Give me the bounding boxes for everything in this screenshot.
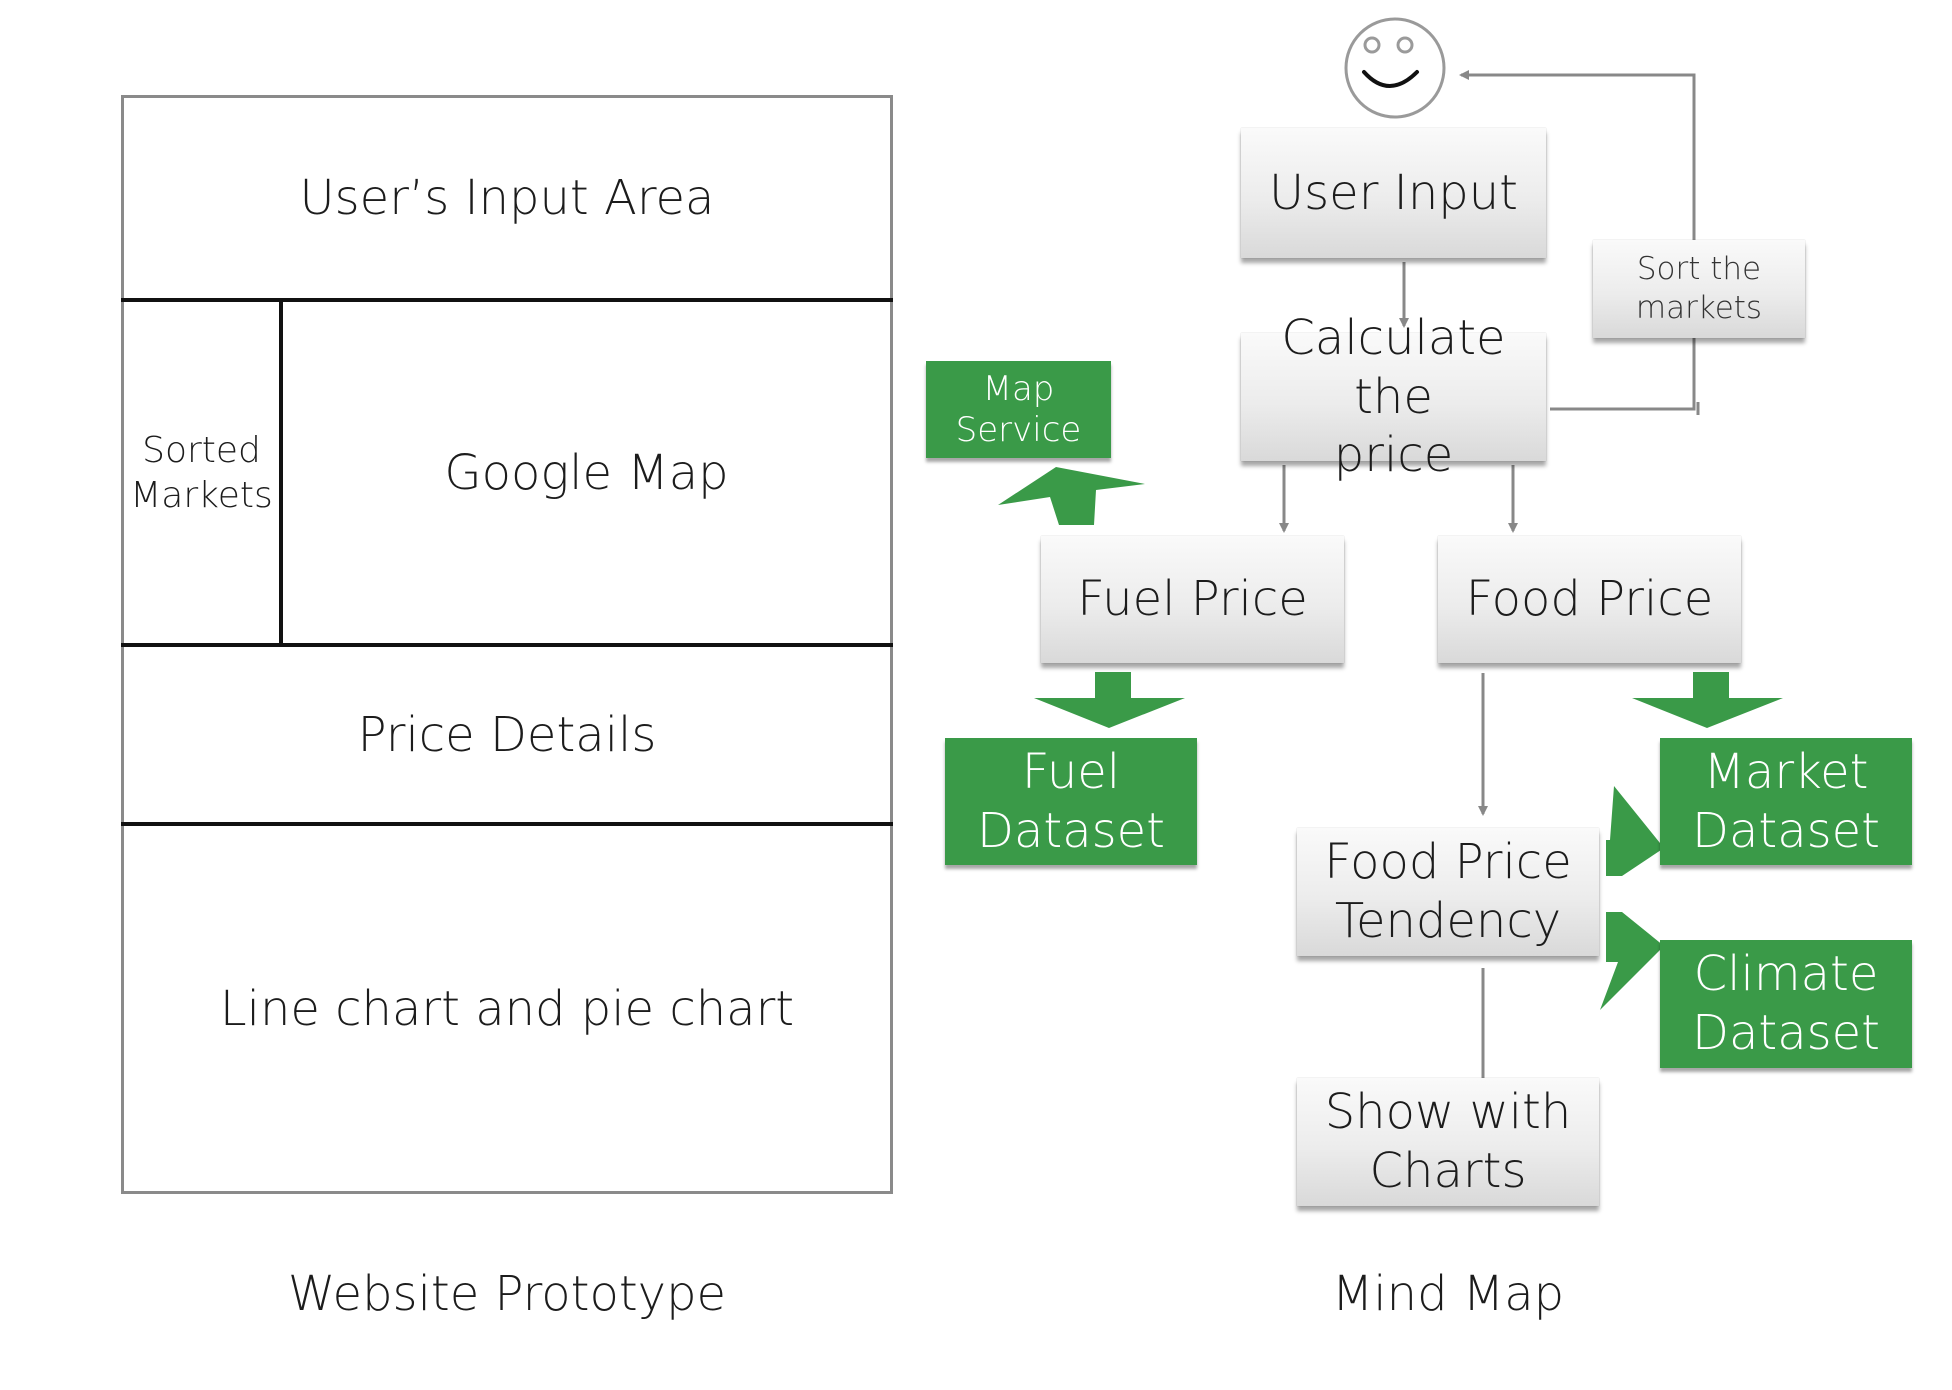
price-details-section: Price Details	[357, 706, 657, 763]
food-price-node: Food Price	[1438, 536, 1741, 663]
green-arrow-fuel-to-fuel-dataset	[1034, 672, 1185, 728]
fuel-price-node: Fuel Price	[1041, 536, 1344, 663]
prototype-divider-2	[121, 643, 893, 647]
climate-dataset-node: Climate Dataset	[1660, 940, 1912, 1068]
prototype-divider-3	[121, 822, 893, 826]
map-service-node: Map Service	[926, 361, 1111, 458]
green-arrow-tendency-to-market-dataset	[1606, 786, 1664, 876]
market-dataset-node: Market Dataset	[1660, 738, 1912, 865]
calculate-price-node: Calculate the price	[1241, 310, 1546, 483]
fuel-dataset-node: Fuel Dataset	[945, 738, 1197, 865]
green-arrow-tendency-to-climate-dataset	[1600, 912, 1664, 1010]
user-smiley-icon	[1344, 17, 1446, 119]
green-arrow-fuel-to-map-service	[998, 467, 1145, 525]
green-arrow-food-to-market-dataset	[1632, 672, 1783, 728]
users-input-area-section: User’s Input Area	[299, 170, 715, 226]
charts-section: Line chart and pie chart	[219, 980, 795, 1037]
show-with-charts-node: Show with Charts	[1297, 1078, 1599, 1206]
mind-map-caption: Mind Map	[1331, 1266, 1565, 1322]
sort-markets-node: Sort the markets	[1593, 240, 1805, 338]
sorted-markets-section: Sorted Markets	[130, 429, 273, 516]
google-map-section: Google Map	[444, 444, 729, 501]
website-prototype-caption: Website Prototype	[287, 1266, 727, 1322]
food-price-tendency-node: Food Price Tendency	[1297, 828, 1599, 956]
prototype-divider-1	[121, 298, 893, 302]
prototype-sidebar-divider	[279, 298, 283, 647]
user-input-node: User Input	[1241, 128, 1546, 258]
